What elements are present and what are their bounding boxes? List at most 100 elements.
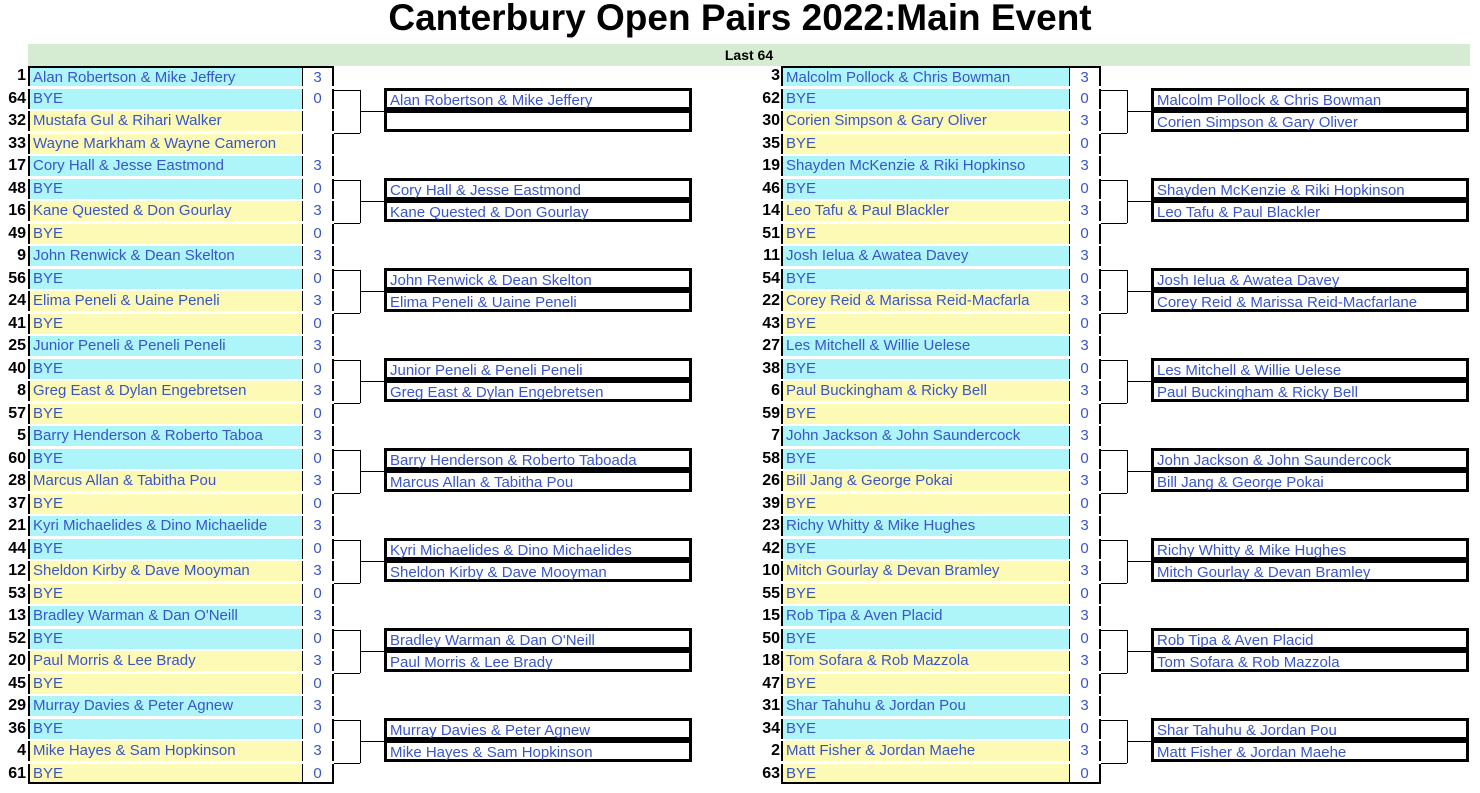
seed-number: 32 — [8, 112, 26, 129]
winner-box: Bill Jang & George Pokai — [1151, 470, 1469, 492]
team-score: 3 — [302, 741, 334, 761]
connector-line — [334, 629, 360, 631]
team-name: BYE — [28, 583, 302, 604]
team-score — [302, 133, 334, 154]
connector-line — [1101, 222, 1127, 224]
seed-number: 64 — [8, 89, 26, 107]
team-score: 3 — [1069, 291, 1101, 311]
connector-line — [360, 471, 384, 472]
connector-line — [1127, 471, 1151, 472]
winner-box: Murray Davies & Peter Agnew — [384, 717, 692, 740]
team-score: 3 — [302, 606, 334, 626]
team-score: 3 — [302, 291, 334, 311]
seed-number: 55 — [762, 584, 780, 602]
team-score: 0 — [302, 358, 334, 379]
seed-number: 63 — [762, 764, 780, 782]
team-name: Cory Hall & Jesse Eastmond — [28, 156, 302, 176]
connector-line — [334, 269, 360, 271]
seed-number: 7 — [771, 427, 780, 444]
team-score: 3 — [1069, 471, 1101, 491]
team-name: BYE — [781, 403, 1069, 424]
seed-number: 60 — [8, 449, 26, 467]
winner-box: John Renwick & Dean Skelton — [384, 267, 692, 290]
page-title: Canterbury Open Pairs 2022:Main Event — [388, 0, 1092, 38]
team-name: Les Mitchell & Willie Uelese — [781, 336, 1069, 356]
winner-box: Mike Hayes & Sam Hopkinson — [384, 740, 692, 762]
seed-number: 42 — [762, 539, 780, 557]
winner-box: Barry Henderson & Roberto Taboada — [384, 447, 692, 470]
team-score — [302, 111, 334, 131]
seed-number: 51 — [762, 224, 780, 242]
seed-number: 27 — [762, 337, 780, 354]
connector-line — [1101, 539, 1127, 541]
winner-box: Marcus Allan & Tabitha Pou — [384, 470, 692, 492]
connector-line — [1101, 719, 1127, 721]
connector-line — [334, 762, 360, 764]
seed-number: 11 — [763, 247, 780, 264]
connector-line — [1101, 582, 1127, 584]
connector-line — [1127, 741, 1151, 742]
team-score: 0 — [302, 223, 334, 244]
seed-number: 6 — [771, 382, 780, 399]
winner-box: Les Mitchell & Willie Uelese — [1151, 357, 1469, 380]
team-name: Malcolm Pollock & Chris Bowman — [781, 66, 1069, 86]
team-score: 3 — [302, 336, 334, 356]
seed-number: 49 — [8, 224, 26, 242]
seed-number: 39 — [762, 494, 780, 512]
team-score: 0 — [1069, 223, 1101, 244]
team-score: 0 — [302, 448, 334, 469]
connector-line — [360, 111, 384, 112]
team-name: Corien Simpson & Gary Oliver — [781, 111, 1069, 131]
connector-line — [334, 359, 360, 361]
connector-line — [1101, 132, 1127, 134]
team-name: BYE — [28, 763, 302, 784]
seed-number: 16 — [8, 202, 26, 219]
team-score: 3 — [1069, 246, 1101, 266]
connector-line — [360, 291, 384, 292]
team-score: 0 — [302, 178, 334, 199]
seed-number: 45 — [8, 674, 26, 692]
team-name: John Renwick & Dean Skelton — [28, 246, 302, 266]
connector-line — [334, 539, 360, 541]
team-score: 0 — [1069, 763, 1101, 784]
team-name: John Jackson & John Saundercock — [781, 426, 1069, 446]
team-score: 0 — [1069, 493, 1101, 514]
team-score: 3 — [1069, 696, 1101, 716]
team-score: 3 — [302, 651, 334, 671]
team-name: Tom Sofara & Rob Mazzola — [781, 651, 1069, 671]
seed-number: 23 — [762, 517, 780, 534]
team-name: BYE — [781, 88, 1069, 109]
seed-number: 13 — [8, 607, 26, 624]
team-name: Rob Tipa & Aven Placid — [781, 606, 1069, 626]
connector-line — [1101, 492, 1127, 494]
winner-box: Kyri Michaelides & Dino Michaelides — [384, 537, 692, 560]
connector-line — [1101, 269, 1127, 271]
connector-line — [1127, 201, 1151, 202]
seed-number: 48 — [8, 179, 26, 197]
team-score: 0 — [1069, 178, 1101, 199]
seed-number: 14 — [762, 202, 780, 219]
connector-line — [334, 492, 360, 494]
seed-number: 3 — [771, 67, 780, 84]
team-name: Shar Tahuhu & Jordan Pou — [781, 696, 1069, 716]
connector-line — [334, 222, 360, 224]
team-score: 3 — [302, 516, 334, 536]
team-score: 0 — [302, 628, 334, 649]
connector-line — [334, 719, 360, 721]
team-name: BYE — [781, 448, 1069, 469]
seed-number: 52 — [8, 629, 26, 647]
connector-line — [1101, 179, 1127, 181]
winner-box: Tom Sofara & Rob Mazzola — [1151, 650, 1469, 672]
connector-line — [360, 741, 384, 742]
seed-number: 53 — [8, 584, 26, 602]
team-name: BYE — [28, 538, 302, 559]
team-name: BYE — [28, 718, 302, 739]
team-score: 0 — [1069, 268, 1101, 289]
team-score: 0 — [1069, 358, 1101, 379]
team-name: Kane Quested & Don Gourlay — [28, 201, 302, 221]
seed-number: 1 — [17, 67, 26, 84]
team-score: 3 — [302, 246, 334, 266]
seed-number: 43 — [762, 314, 780, 332]
seed-number: 61 — [8, 764, 26, 782]
seed-number: 41 — [8, 314, 26, 332]
